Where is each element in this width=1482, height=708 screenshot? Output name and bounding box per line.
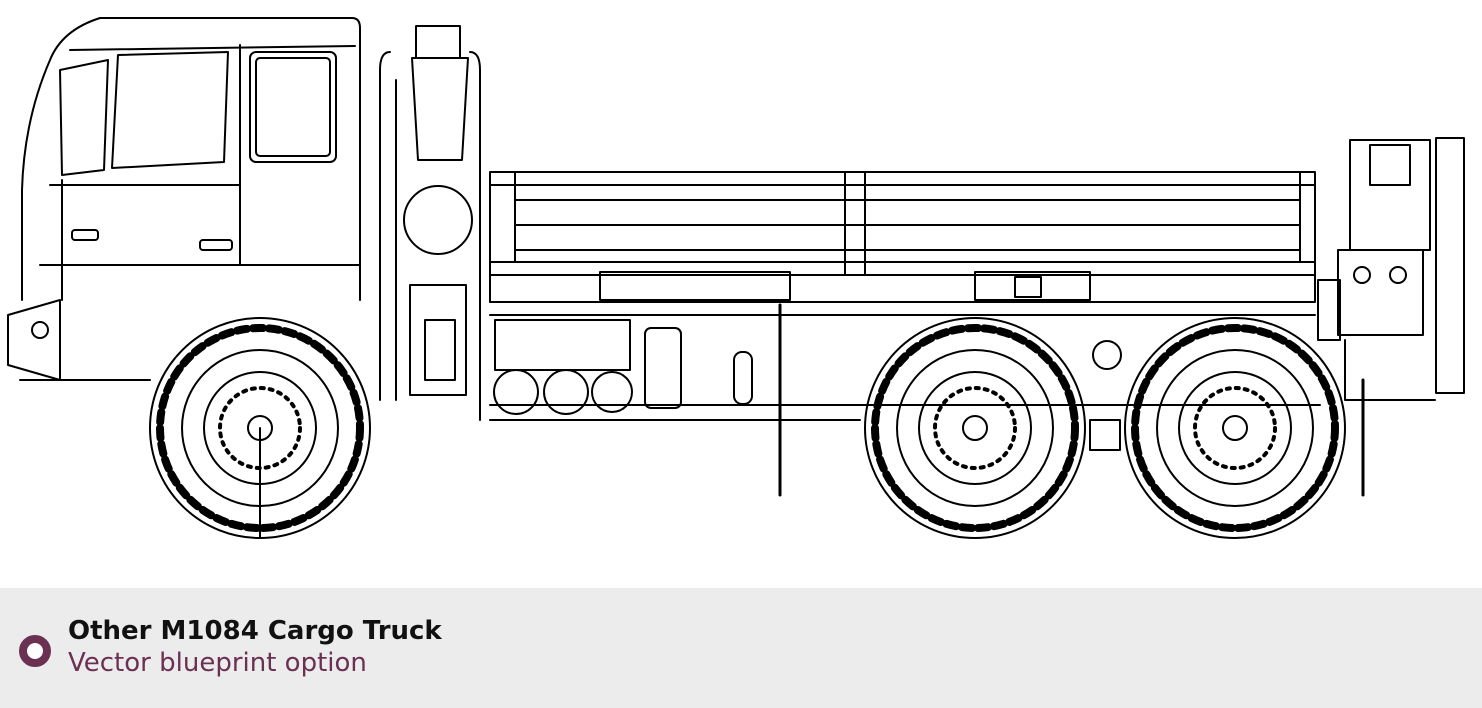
cab [7, 17, 361, 381]
cargo-bed [489, 171, 1316, 316]
option-title: Other M1084 Cargo Truck [68, 616, 442, 646]
chassis [489, 303, 1365, 497]
rear-wheel [1124, 317, 1346, 539]
truck-blueprint-drawing [7, 17, 1465, 539]
front-wheel [149, 317, 371, 539]
exhaust-stack [379, 25, 481, 421]
option-row[interactable] [0, 588, 1482, 708]
crane [1317, 137, 1465, 401]
option-subtitle: Vector blueprint option [68, 648, 367, 678]
middle-wheel [864, 317, 1086, 539]
option-radio-button[interactable] [19, 635, 51, 667]
